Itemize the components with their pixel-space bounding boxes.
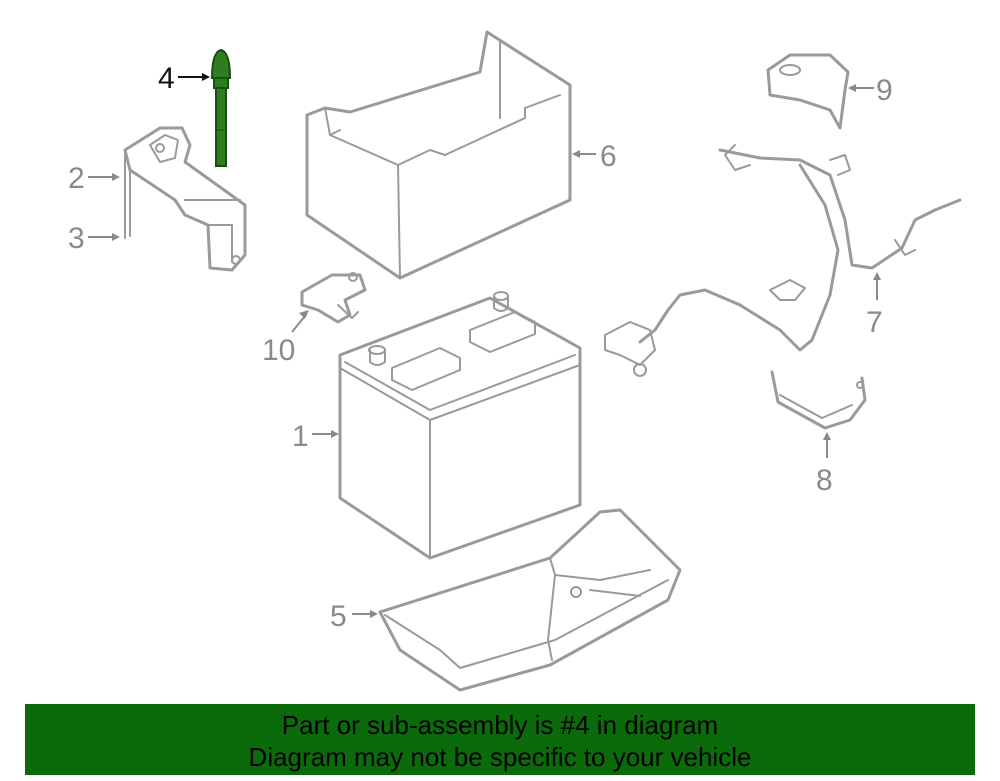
part-9-terminal-cover[interactable] — [766, 53, 850, 130]
banner-line-2: Diagram may not be specific to your vehi… — [248, 742, 752, 772]
banner-line-1: Part or sub-assembly is #4 in diagram — [281, 710, 719, 740]
callout-10[interactable]: 10 — [262, 310, 309, 367]
callout-7[interactable]: 7 — [866, 272, 883, 339]
callout-label-2: 2 — [68, 162, 85, 195]
part-4-bolt[interactable] — [210, 48, 232, 167]
callout-5[interactable]: 5 — [330, 600, 378, 633]
callout-label-9: 9 — [876, 74, 893, 107]
part-6-battery-cover[interactable] — [305, 30, 572, 280]
part-2-3-bracket[interactable] — [123, 126, 247, 272]
callout-label-7: 7 — [866, 306, 883, 339]
part-10-clamp[interactable] — [300, 272, 367, 324]
part-8-bracket[interactable] — [770, 370, 867, 430]
callout-label-10: 10 — [262, 334, 295, 367]
callout-label-8: 8 — [816, 464, 833, 497]
callout-1[interactable]: 1 — [292, 420, 339, 453]
part-7-wiring-harness[interactable] — [604, 144, 962, 377]
callout-label-3: 3 — [68, 222, 85, 255]
callout-6[interactable]: 6 — [572, 140, 617, 173]
callout-8[interactable]: 8 — [816, 432, 833, 497]
callout-label-1: 1 — [292, 420, 309, 453]
info-banner: Part or sub-assembly is #4 in diagram Di… — [25, 704, 975, 775]
callout-label-4: 4 — [158, 62, 175, 95]
callout-label-6: 6 — [600, 140, 617, 173]
part-5-tray[interactable] — [378, 508, 682, 692]
callout-2[interactable]: 2 — [68, 162, 120, 195]
parts-diagram: 4 2 3 6 9 10 1 5 7 — [68, 30, 962, 692]
part-1-battery[interactable] — [338, 291, 582, 560]
callout-9[interactable]: 9 — [848, 74, 893, 107]
callout-label-5: 5 — [330, 600, 347, 633]
callout-4[interactable]: 4 — [158, 62, 210, 95]
callout-3[interactable]: 3 — [68, 222, 120, 255]
